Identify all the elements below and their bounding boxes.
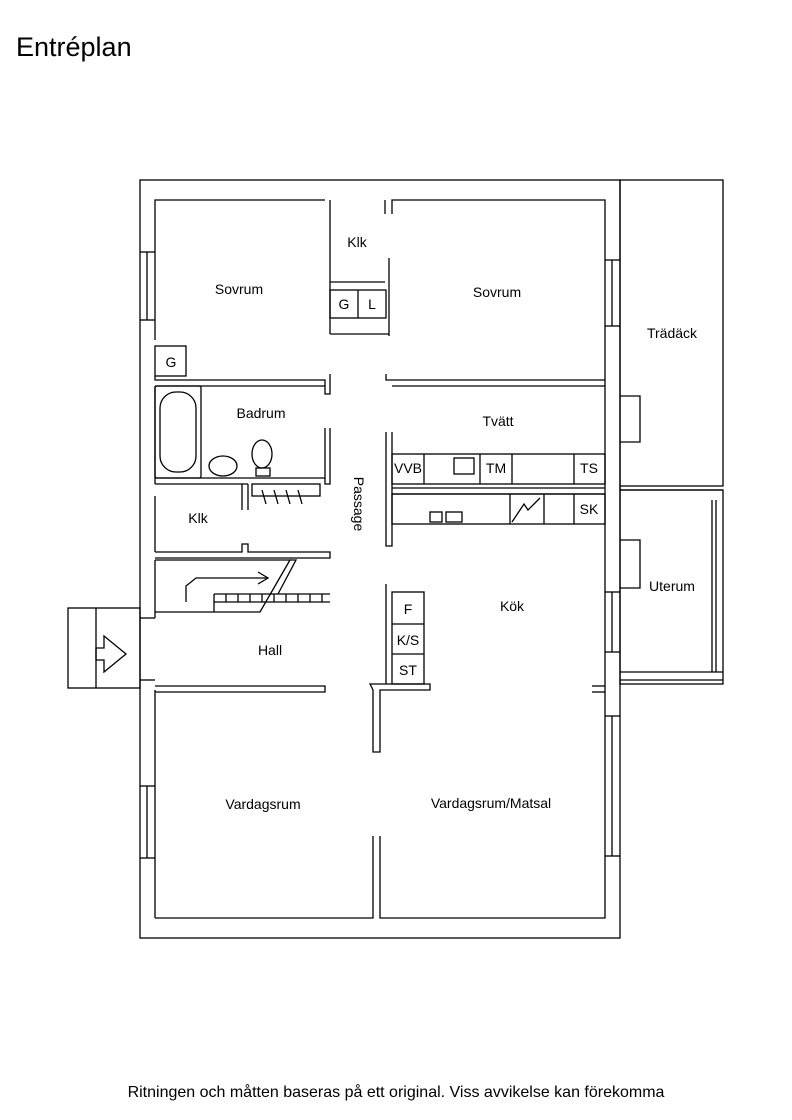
sink [208,455,238,477]
room-label-klk-left: Klk [188,510,208,526]
room-label-g-left: G [166,354,177,370]
disclaimer-text: Ritningen och måtten baseras på ett orig… [127,1084,665,1101]
room-label-f: F [404,601,413,617]
room-label-klk-top: Klk [347,234,367,250]
tradack-outline [619,179,724,487]
room-label-passage: Passage [351,477,367,532]
room-label-g-mid: G [339,296,350,312]
room-label-badrum: Badrum [236,405,285,421]
page-title: Entréplan [16,32,132,62]
room-label-sk: SK [580,501,599,517]
toilet [251,439,273,469]
room-label-vardagsrum-matsal: Vardagsrum/Matsal [431,795,551,811]
entry-arrow [95,634,128,674]
room-label-st: ST [399,662,417,678]
room-label-ks: K/S [397,632,420,648]
inner-wall-outline [154,199,325,340]
room-label-l-mid: L [368,296,376,312]
room-label-ts: TS [580,460,598,476]
room-label-sovrum-right: Sovrum [473,284,521,300]
room-label-vvb: VVB [394,460,422,476]
room-label-vardagsrum: Vardagsrum [225,796,300,812]
uterum-outline [619,489,724,685]
room-label-tvatt: Tvätt [482,413,513,429]
outer-wall [139,179,621,939]
room-label-kok: Kök [500,598,525,614]
room-label-uterum: Uterum [649,578,695,594]
room-label-tm: TM [486,460,506,476]
room-label-hall: Hall [258,642,282,658]
room-label-sovrum-left: Sovrum [215,281,263,297]
room-label-tradack: Trädäck [647,325,698,341]
